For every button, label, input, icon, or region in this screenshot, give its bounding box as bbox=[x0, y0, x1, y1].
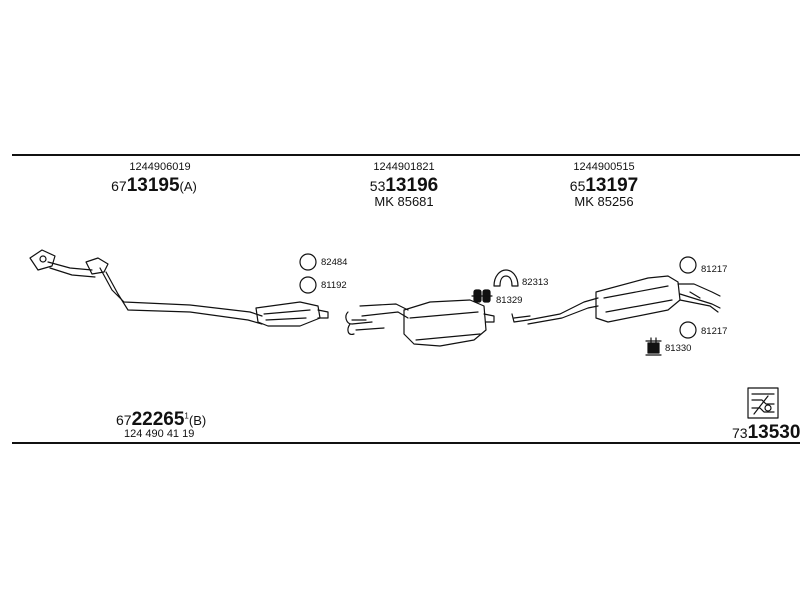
label-81329: 81329 bbox=[496, 295, 523, 306]
kit-oe-number: 124 490 41 19 bbox=[124, 428, 195, 440]
col3-part-number: 6513197 bbox=[570, 176, 638, 195]
col1-number: 13195 bbox=[126, 175, 180, 196]
label-81330: 81330 bbox=[665, 343, 692, 354]
label-81192: 81192 bbox=[321, 280, 347, 291]
ring-81217-bottom-drawing bbox=[679, 321, 697, 339]
catalog-prefix: 73 bbox=[732, 425, 748, 441]
col2-oe-number: 1244901821 bbox=[373, 161, 435, 173]
col3-number: 13197 bbox=[585, 175, 639, 196]
rear-silencer-drawing bbox=[511, 275, 721, 325]
bracket-82313-drawing bbox=[493, 269, 519, 287]
ring-81192-drawing bbox=[299, 276, 317, 294]
kit-prefix: 67 bbox=[116, 412, 132, 428]
col3-oe-number: 1244900515 bbox=[573, 161, 635, 173]
label-82313: 82313 bbox=[522, 277, 549, 288]
col1-prefix: 67 bbox=[111, 178, 127, 194]
label-82484: 82484 bbox=[321, 257, 348, 268]
catalog-number: 7313530 bbox=[732, 423, 800, 442]
col1-suffix: (A) bbox=[179, 179, 197, 194]
ring-81217-top-drawing bbox=[679, 256, 697, 274]
kit-number: 67222651(B) bbox=[116, 410, 206, 429]
catalog-number-main: 13530 bbox=[747, 422, 800, 443]
col2-number: 13196 bbox=[385, 175, 439, 196]
label-81217-bottom: 81217 bbox=[701, 326, 728, 337]
col2-part-number: 5313196 bbox=[370, 176, 438, 195]
top-rule bbox=[12, 154, 800, 156]
clamp-81330-drawing bbox=[645, 337, 662, 356]
kit-number-main: 22265 bbox=[131, 409, 185, 430]
col2-prefix: 53 bbox=[369, 178, 386, 194]
ring-82484-drawing bbox=[299, 253, 317, 271]
hanger-81329-drawing bbox=[471, 289, 493, 303]
col2-mk-number: MK 85681 bbox=[374, 194, 434, 209]
col1-oe-number: 1244906019 bbox=[129, 161, 191, 173]
col3-mk-number: MK 85256 bbox=[574, 194, 634, 209]
col3-prefix: 65 bbox=[569, 178, 586, 194]
middle-silencer-drawing bbox=[345, 299, 495, 347]
catalog-sheet-icon bbox=[747, 387, 779, 419]
kit-suffix: (B) bbox=[188, 413, 207, 428]
kit-superscript: 1 bbox=[184, 411, 189, 421]
label-81217-top: 81217 bbox=[701, 264, 728, 275]
col1-part-number: 6713195(A) bbox=[111, 176, 197, 195]
front-pipe-drawing bbox=[29, 249, 329, 327]
bottom-rule bbox=[12, 442, 800, 444]
